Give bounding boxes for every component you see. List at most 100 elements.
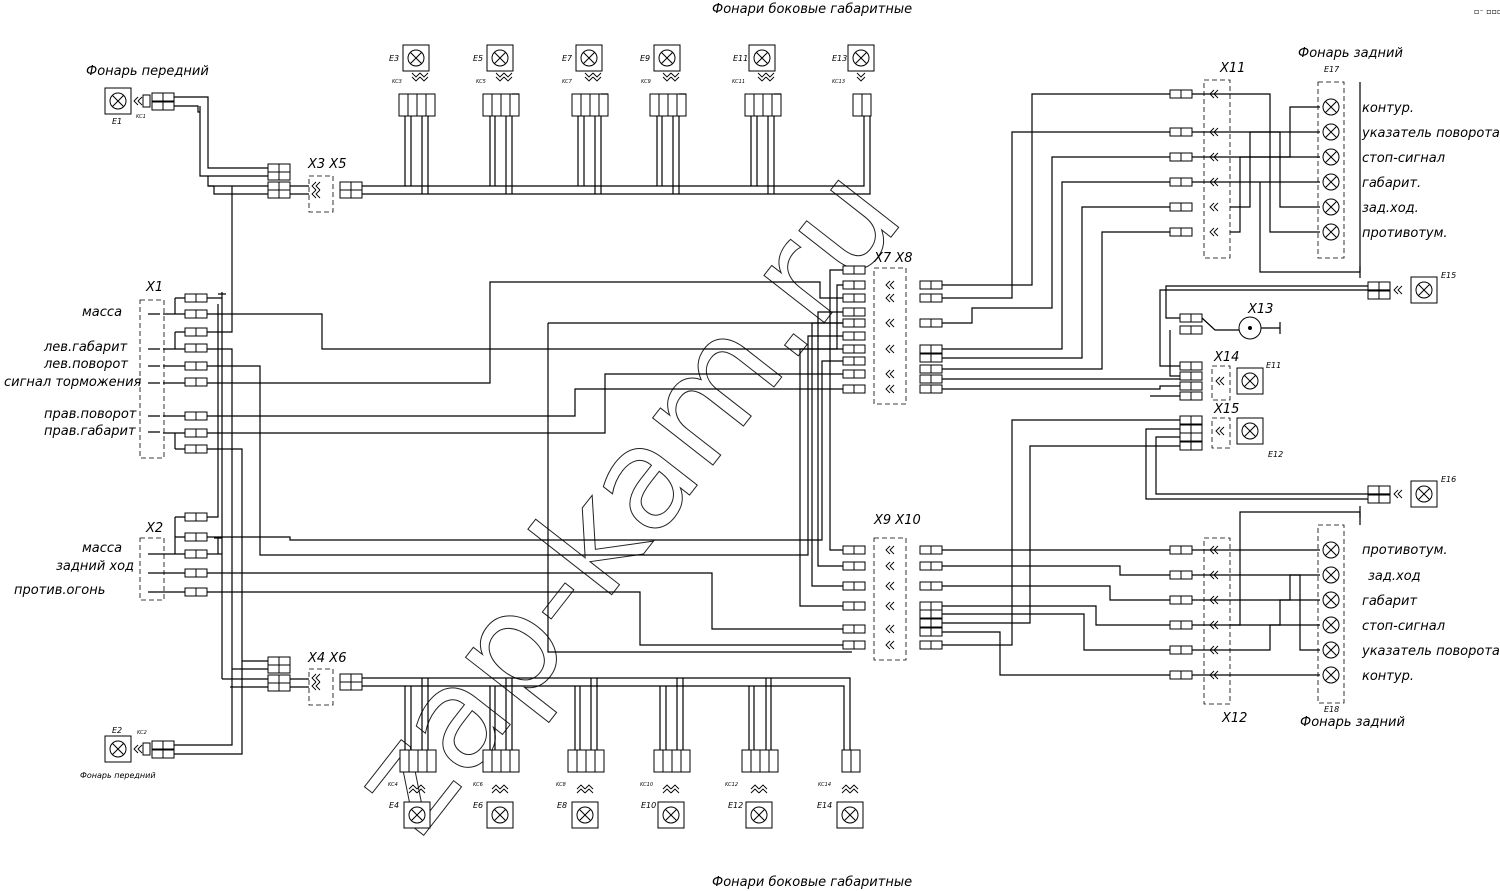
- svg-text:X4 X6: X4 X6: [307, 651, 347, 666]
- svg-text:габарит.: габарит.: [1362, 176, 1421, 191]
- svg-text:E11: E11: [1266, 361, 1281, 370]
- svg-text:KC1: KC1: [136, 114, 146, 120]
- svg-text:противотум.: противотум.: [1362, 543, 1448, 558]
- lamp-e16: E16: [1367, 475, 1456, 508]
- connector-x13: X13: [1179, 302, 1281, 340]
- svg-text:контур.: контур.: [1362, 669, 1414, 684]
- svg-text:лев.поворот: лев.поворот: [43, 357, 128, 372]
- svg-text:зад.ход.: зад.ход.: [1362, 201, 1419, 216]
- side-lamp-e14: E14 KC14: [817, 749, 864, 829]
- svg-text:E13: E13: [832, 54, 847, 63]
- corner-mark: ▫⁻ ▫▫▫: [1474, 7, 1500, 16]
- wires-front: [174, 96, 309, 755]
- svg-text:габарит: габарит: [1362, 594, 1417, 609]
- svg-text:KC3: KC3: [392, 79, 402, 85]
- side-lamp-e5: E5 KC5: [473, 44, 520, 117]
- svg-text:сигнал торможения: сигнал торможения: [4, 375, 142, 390]
- wires-bottom-bus: [362, 677, 851, 750]
- svg-text:E18: E18: [1324, 705, 1339, 714]
- x2-labels: масса задний ход против.огонь: [14, 541, 134, 598]
- title-rear-lamp-top: Фонарь задний: [1298, 46, 1403, 61]
- title-front-lamp-top: Фонарь передний: [86, 64, 209, 79]
- connector-x3-x5: X3 X5: [267, 157, 363, 213]
- svg-text:KC11: KC11: [732, 79, 745, 85]
- svg-text:зад.ход: зад.ход: [1368, 569, 1421, 584]
- svg-text:KC14: KC14: [818, 782, 831, 788]
- front-lamp-e2: E2 KC2: [104, 726, 175, 763]
- connector-x11: X11: [1169, 61, 1245, 259]
- svg-text:X1: X1: [145, 280, 163, 295]
- rear-lamp-e18: E18 противотум. зад.ход габарит стоп-сиг…: [1317, 524, 1500, 714]
- connector-x9-x10: X9 X10: [842, 513, 943, 661]
- side-lamp-e8: E8 KC8: [556, 749, 605, 829]
- side-lamp-e13: E13 KC13: [832, 44, 875, 117]
- connector-x12: X12: [1169, 537, 1247, 726]
- svg-text:X3 X5: X3 X5: [307, 157, 347, 172]
- connector-x14: X14 E11: [1179, 350, 1281, 401]
- connector-x4-x6: X4 X6: [267, 651, 363, 706]
- svg-text:E9: E9: [640, 54, 650, 63]
- svg-text:KC6: KC6: [473, 782, 483, 788]
- x1-labels: масса лев.габарит лев.поворот сигнал тор…: [4, 305, 142, 439]
- rear-lamp-e17: E17 контур. указатель поворота стоп-сигн…: [1317, 65, 1500, 259]
- svg-text:KC7: KC7: [562, 79, 573, 85]
- wires-top-bus: [362, 93, 871, 195]
- svg-text:X2: X2: [145, 521, 163, 536]
- svg-text:E15: E15: [1441, 271, 1456, 280]
- svg-text:E14: E14: [817, 801, 832, 810]
- side-lamp-e10: E10 KC10: [640, 749, 691, 829]
- svg-text:KC8: KC8: [556, 782, 566, 788]
- svg-text:E8: E8: [557, 801, 567, 810]
- connector-x1: X1: [139, 280, 208, 459]
- svg-text:KC13: KC13: [832, 79, 845, 85]
- side-lamp-e4: E4 KC4: [388, 749, 437, 829]
- side-lamp-e12-bottom: E12 KC12: [725, 749, 779, 829]
- title-side-lamps-bottom: Фонари боковые габаритные: [712, 875, 912, 890]
- svg-text:KC10: KC10: [640, 782, 653, 788]
- side-lamp-e11-top: E11 KC11: [732, 44, 782, 117]
- svg-text:X7 X8: X7 X8: [873, 251, 913, 266]
- svg-text:стоп-сигнал: стоп-сигнал: [1362, 151, 1445, 166]
- svg-text:E4: E4: [389, 801, 399, 810]
- title-side-lamps-top: Фонари боковые габаритные: [712, 2, 912, 17]
- svg-text:KC2: KC2: [137, 730, 147, 736]
- svg-text:контур.: контур.: [1362, 101, 1414, 116]
- svg-text:E12: E12: [728, 801, 743, 810]
- side-lamp-e3: E3 KC3: [389, 44, 436, 117]
- side-lamp-e9: E9 KC9: [640, 44, 687, 117]
- svg-text:X15: X15: [1213, 402, 1239, 417]
- svg-text:E6: E6: [473, 801, 483, 810]
- svg-text:прав.поворот: прав.поворот: [44, 407, 137, 422]
- svg-text:E17: E17: [1324, 65, 1340, 74]
- svg-text:X12: X12: [1221, 711, 1247, 726]
- svg-text:KC9: KC9: [641, 79, 651, 85]
- svg-text:масса: масса: [82, 541, 122, 556]
- svg-text:указатель поворота: указатель поворота: [1361, 644, 1500, 659]
- svg-text:E10: E10: [641, 801, 656, 810]
- svg-text:лев.габарит: лев.габарит: [43, 340, 128, 355]
- x1-stubs: [148, 297, 185, 450]
- front-lamp-e1: E1 KC1: [104, 87, 175, 126]
- title-front-lamp-bottom: Фонарь передний: [80, 771, 156, 780]
- svg-text:E2: E2: [112, 726, 122, 735]
- svg-text:X9 X10: X9 X10: [873, 513, 921, 528]
- svg-text:E12: E12: [1268, 450, 1283, 459]
- svg-text:X11: X11: [1219, 61, 1245, 76]
- svg-text:KC4: KC4: [388, 782, 398, 788]
- svg-text:KC5: KC5: [476, 79, 486, 85]
- wires-main-harness: [207, 82, 1390, 679]
- x2-stubs: [148, 516, 185, 593]
- svg-text:E16: E16: [1441, 475, 1456, 484]
- svg-text:X14: X14: [1213, 350, 1239, 365]
- side-lamp-e7: E7 KC7: [562, 44, 609, 117]
- svg-text:задний ход: задний ход: [56, 559, 134, 574]
- svg-text:E11: E11: [733, 54, 748, 63]
- lamp-e15: E15: [1367, 271, 1456, 304]
- svg-text:стоп-сигнал: стоп-сигнал: [1362, 619, 1445, 634]
- connector-x2: X2: [139, 512, 208, 601]
- svg-text:E3: E3: [389, 54, 399, 63]
- side-lamp-e6: E6 KC6: [473, 749, 520, 829]
- svg-text:E1: E1: [112, 117, 122, 126]
- svg-text:X13: X13: [1247, 302, 1273, 317]
